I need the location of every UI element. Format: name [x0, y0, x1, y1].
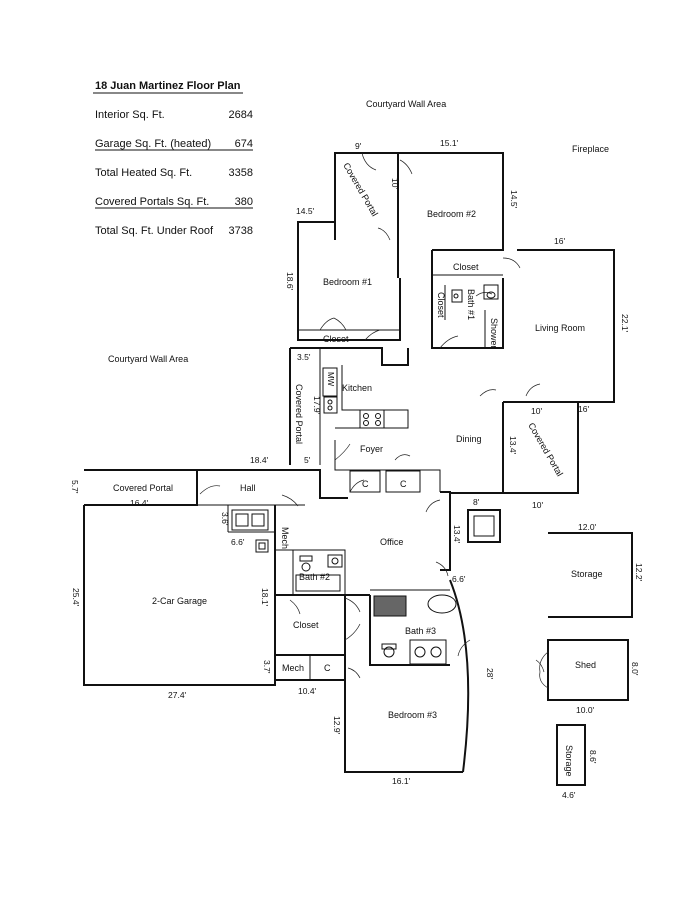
info-block: 18 Juan Martinez Floor Plan Interior Sq.…	[93, 80, 253, 237]
dim-13-4: 13.4'	[508, 436, 518, 455]
dim-13-4-b: 13.4'	[452, 525, 462, 544]
dim-5-7: 5.7'	[70, 480, 80, 494]
room-shed: Shed	[575, 660, 596, 670]
room-bath-3: Bath #3	[405, 626, 436, 636]
dim-10: 10'	[390, 178, 400, 189]
room-closet-bd2: Closet	[453, 262, 479, 272]
room-covered-portal-garage: Covered Portal	[113, 483, 173, 493]
room-kitchen: Kitchen	[342, 383, 372, 393]
room-garage: 2-Car Garage	[152, 596, 207, 606]
dim-4-6: 4.6'	[562, 790, 576, 800]
dim-18-6: 18.6'	[285, 272, 295, 291]
dim-8-0: 8.0'	[630, 662, 640, 676]
dim-16: 16'	[554, 236, 565, 246]
dim-8-6: 8.6'	[588, 750, 598, 764]
room-foyer: Foyer	[360, 444, 383, 454]
room-mech-upper: Mech	[280, 527, 290, 549]
dim-22-1: 22.1'	[620, 314, 630, 333]
dim-6-6-b: 6.6'	[452, 574, 466, 584]
dim-10-0: 10.0'	[576, 705, 595, 715]
room-hall: Hall	[240, 483, 256, 493]
dim-25-4: 25.4'	[71, 588, 81, 607]
dim-3-6: 3.6'	[220, 512, 230, 526]
room-covered-portal-kitchen: Covered Portal	[294, 384, 304, 444]
room-living-room: Living Room	[535, 323, 585, 333]
dim-12-2: 12.2'	[634, 563, 644, 582]
stat-label: Covered Portals Sq. Ft.	[95, 196, 209, 208]
dim-8: 8'	[473, 497, 480, 507]
dim-27-4: 27.4'	[168, 690, 187, 700]
dim-28: 28'	[485, 668, 495, 679]
courtyard-top-label: Courtyard Wall Area	[366, 99, 446, 109]
fireplace-label: Fireplace	[572, 144, 609, 154]
room-dining: Dining	[456, 434, 482, 444]
room-closet-bd1: Closet	[323, 334, 349, 344]
room-bath-1: Bath #1	[466, 289, 476, 320]
dim-18-1: 18.1'	[260, 588, 270, 607]
room-closet-bath1: Closet	[436, 292, 446, 318]
walls	[83, 152, 615, 773]
room-c-lower: C	[324, 663, 331, 673]
stat-label: Garage Sq. Ft. (heated)	[95, 138, 211, 150]
courtyard-left-label: Courtyard Wall Area	[108, 354, 188, 364]
stat-label: Interior Sq. Ft.	[95, 109, 165, 121]
dim-6-6: 6.6'	[231, 537, 245, 547]
room-storage-small: Storage	[564, 745, 574, 777]
fixtures	[231, 284, 501, 665]
dim-16-1: 16.1'	[392, 776, 411, 786]
room-c-1: C	[362, 479, 369, 489]
room-covered-portal-dining: Covered Portal	[526, 421, 565, 478]
room-closet-lower: Closet	[293, 620, 319, 630]
dim-14-5-b: 14.5'	[509, 190, 519, 209]
room-bedroom-1: Bedroom #1	[323, 277, 372, 287]
room-shower: Shower	[489, 318, 499, 349]
room-office: Office	[380, 537, 403, 547]
dim-18-4: 18.4'	[250, 455, 269, 465]
dim-9: 9'	[355, 141, 362, 151]
room-storage: Storage	[571, 569, 603, 579]
dim-10-b: 10'	[531, 406, 542, 416]
room-bath-2: Bath #2	[299, 572, 330, 582]
stat-value: 3738	[229, 225, 253, 237]
dim-10-c: 10'	[532, 500, 543, 510]
dim-3-5: 3.5'	[297, 352, 311, 362]
dim-15-1: 15.1'	[440, 138, 459, 148]
stat-label: Total Heated Sq. Ft.	[95, 167, 192, 179]
room-bedroom-2: Bedroom #2	[427, 209, 476, 219]
dim-17-9: 17.9'	[312, 396, 322, 415]
room-mech-lower: Mech	[282, 663, 304, 673]
stat-value: 2684	[229, 109, 253, 121]
room-mw: MW	[326, 372, 335, 387]
dim-3-7: 3.7'	[262, 660, 272, 674]
stat-value: 674	[235, 138, 253, 150]
outbuildings	[539, 532, 633, 786]
stat-value: 3358	[229, 167, 253, 179]
room-c-2: C	[400, 479, 407, 489]
dimension-labels: 9' 15.1' 10' 14.5' 14.5' 16' 18.6' 22.1'…	[70, 138, 644, 800]
dim-12-0: 12.0'	[578, 522, 597, 532]
stat-value: 380	[235, 196, 253, 208]
plan-title: 18 Juan Martinez Floor Plan	[95, 80, 241, 92]
dim-5: 5'	[304, 455, 311, 465]
dim-10-4: 10.4'	[298, 686, 317, 696]
room-bedroom-3: Bedroom #3	[388, 710, 437, 720]
stat-label: Total Sq. Ft. Under Roof	[95, 225, 214, 237]
dim-12-9: 12.9'	[332, 716, 342, 735]
dim-14-5-a: 14.5'	[296, 206, 315, 216]
dim-16-b: 16'	[578, 404, 589, 414]
dim-16-4: 16.4'	[130, 498, 149, 508]
door-swings	[199, 152, 545, 679]
